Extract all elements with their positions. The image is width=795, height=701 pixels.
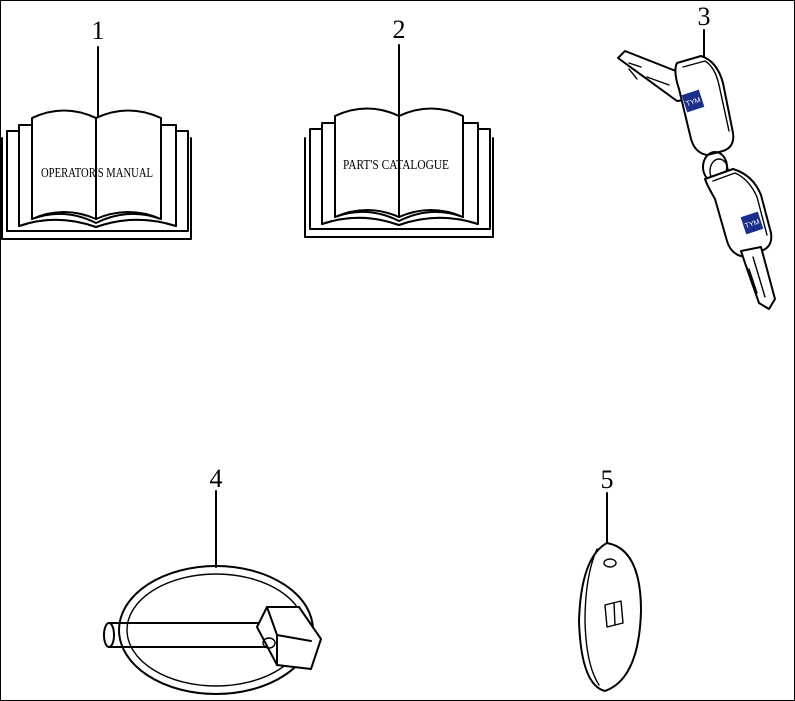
operators-manual-label: OPERATOR'S MANUAL [41,166,153,181]
callout-2: 2 [393,15,406,116]
parts-catalogue-book-icon [304,107,494,238]
callout-number-4: 4 [210,464,223,493]
callout-4: 4 [210,464,223,568]
callout-3: 3 [698,2,711,60]
parts-catalogue-label: PART'S CATALOGUE [343,158,449,173]
callout-number-5: 5 [601,465,614,494]
callout-number-2: 2 [393,15,406,44]
svg-text:TYM: TYM [685,97,701,108]
tym-logo-lower: TYM [740,211,764,235]
callout-number-3: 3 [698,2,711,31]
callout-number-1: 1 [92,16,105,45]
lynch-pin-icon [103,565,322,695]
callout-5: 5 [601,465,614,552]
tym-logo-upper: TYM [681,89,705,113]
keyfob-icon [578,542,642,692]
operators-manual-book-icon [1,109,192,240]
svg-text:TYM: TYM [744,219,760,230]
key-pair-icon: TYM TYM [617,50,776,310]
callout-1: 1 [92,16,105,118]
